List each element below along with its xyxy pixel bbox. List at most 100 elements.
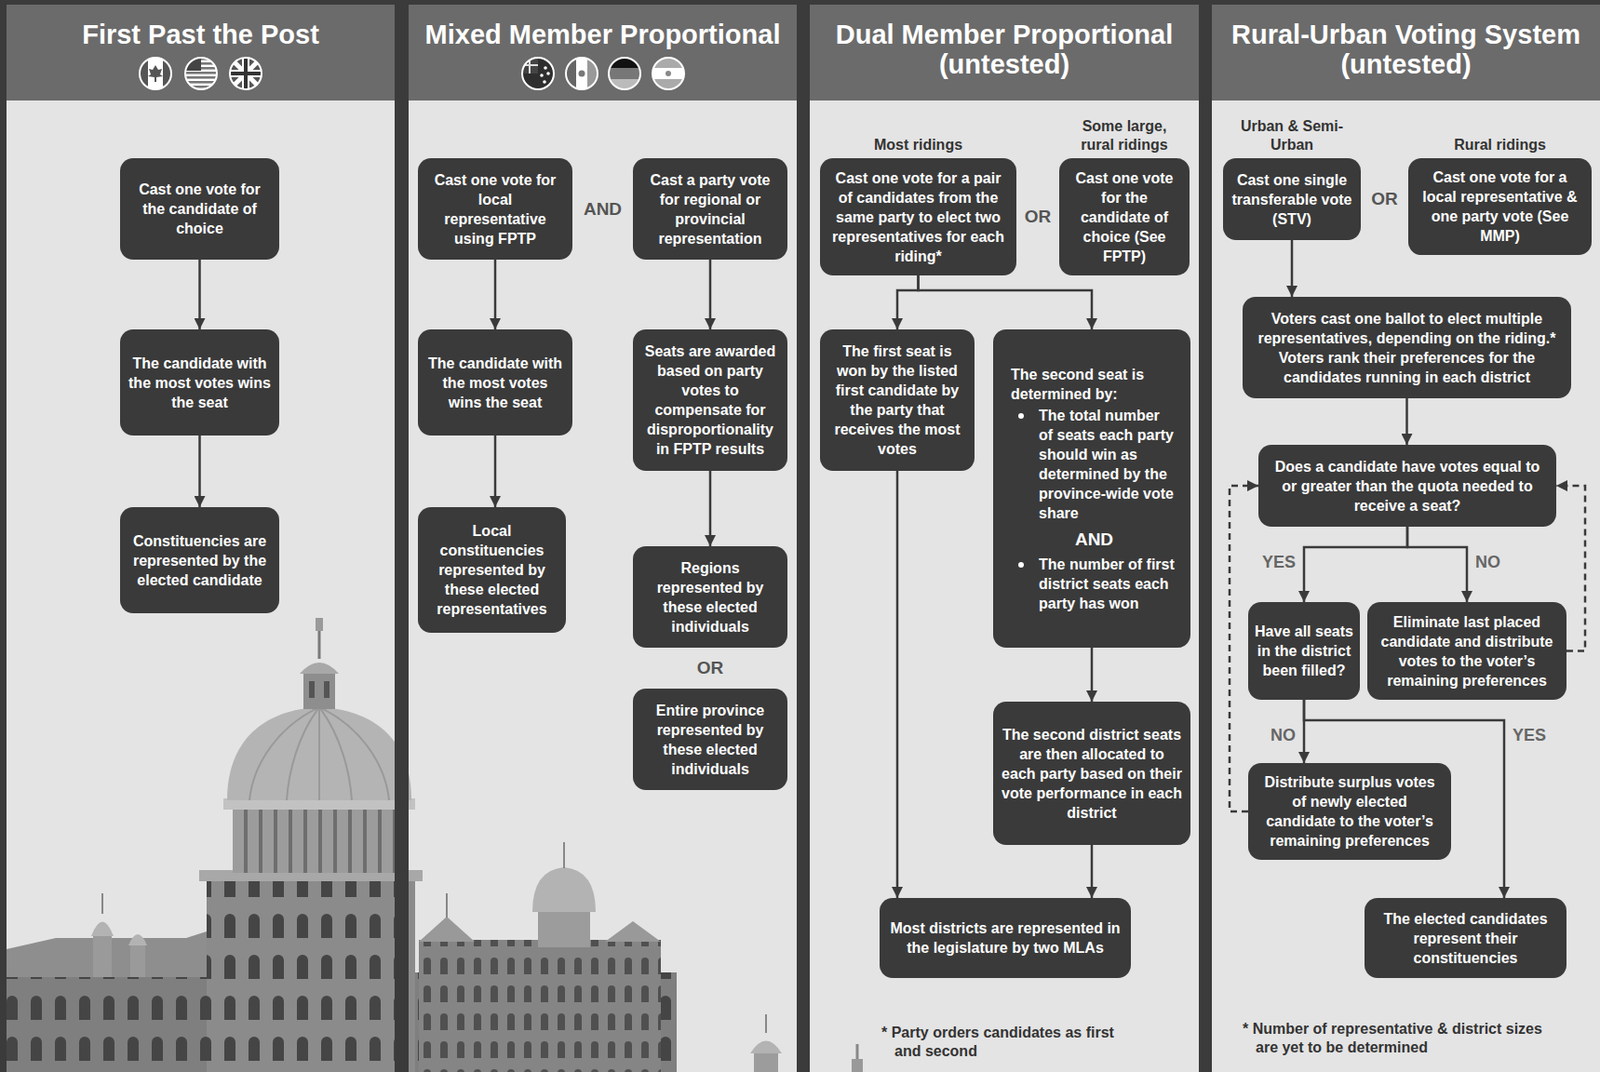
small-dome [750,1041,782,1055]
flag-star [542,80,547,84]
flag-stripe [185,76,217,80]
column-title: First Past the Post [6,19,395,50]
process-box: Cast one vote for the candidate of choic… [120,158,280,260]
connective-word: OR [1024,206,1052,228]
box-body: Cast one single transferable vote (STV) [1223,158,1361,241]
process-box: The second district seats are then alloc… [993,701,1191,846]
footnote: * Party orders candidates as first and s… [881,1023,1133,1062]
flag-band [608,57,641,68]
building-roof [6,930,210,978]
edge-label: NO [1268,726,1298,745]
flag-band [608,79,641,90]
box-text: Cast one single transferable vote (STV) [1231,170,1353,229]
turret-dome [128,934,148,946]
flag-emblem [665,70,672,77]
flag-stripe [185,80,217,84]
box-text: Most districts are represented in the le… [887,918,1123,958]
flag-cross [522,64,538,67]
flag-canada [139,57,172,90]
flag-usa [185,57,217,90]
box-text: Regions represented by these elected ind… [641,558,780,637]
flag-banded [652,57,685,90]
column-panel: Mixed Member ProportionalCast one vote f… [408,4,797,1072]
box-text: The first seat is won by the listed firs… [828,341,967,459]
box-text: The elected candidates represent their c… [1372,909,1559,969]
flow-arrow [1304,699,1505,899]
conjunction: AND [1010,528,1178,552]
column-title: Mixed Member Proportional [408,19,797,50]
column-gap [796,0,810,1072]
box-text: Cast one vote for a pair of candidates f… [828,168,1009,267]
flag-field [139,57,172,90]
box-text: Cast one vote for a local representative… [1416,167,1584,246]
labeled-box: Urban & Semi-UrbanCast one single transf… [1223,117,1361,241]
process-box: Cast one vote for local representative u… [417,158,573,260]
flag-ring [185,57,217,90]
lantern [303,672,336,710]
turret [93,935,112,978]
column-title: Rural-Urban Voting System [1211,19,1600,50]
process-box: Cast a party vote for regional or provin… [632,158,788,260]
process-box: Eliminate last placed candidate and dist… [1367,602,1567,700]
box-text: The second seat is determined by: [1010,364,1178,404]
wing-dome [532,867,596,913]
flag-ring [522,57,554,90]
connective-word: OR [1371,188,1399,210]
connective-word: OR [697,658,725,679]
flow-arrow [896,470,900,899]
wing-drum [537,910,591,948]
flow-arrow [1290,240,1294,297]
box-text: Cast a party vote for regional or provin… [641,170,780,249]
dome-ribs [249,707,390,801]
flow-arrow [1407,526,1467,603]
flag-band [576,57,588,90]
flow-arrow [709,259,713,330]
flag-cross [243,57,248,90]
flag-cross [242,57,250,90]
flag-stripe [185,67,217,70]
flag-field [229,57,262,90]
flag-saltire [229,57,262,90]
column-header: Dual Member Proportional(untested) [809,4,1199,101]
flag-band [608,67,641,80]
footnote: * Number of representative & district si… [1242,1020,1569,1058]
small-spire [856,1044,860,1062]
turret [130,944,146,978]
flag-germany [608,57,641,90]
labeled-box: Most ridingsCast one vote for a pair of … [820,135,1017,276]
flag-star [543,66,548,70]
flag-stripe [185,85,217,89]
box-heading: Most ridings [825,135,1012,155]
box-text: The candidate with the most votes wins t… [426,353,565,413]
process-box: Entire province represented by these ele… [632,688,788,791]
process-box: Constituencies are represented by the el… [120,507,280,614]
flag-band [652,79,685,90]
flag-ring [229,57,262,90]
flag-saltire [229,57,262,90]
flag-emblem [578,70,586,78]
box-body: Cast one vote for a local representative… [1408,158,1592,256]
process-box: The candidate with the most votes wins t… [417,329,573,436]
process-box: Most districts are represented in the le… [879,898,1131,979]
flag-star [539,73,544,78]
process-box: The second seat is determined by:The tot… [993,329,1191,648]
wing-windows [418,940,661,1072]
edge-label: YES [1260,552,1298,572]
column-title: (untested) [1211,49,1600,80]
turret-spire [101,893,104,915]
flag-band [139,57,148,90]
column-gap [394,0,409,1072]
box-text: Voters cast one ballot to elect multiple… [1250,309,1563,388]
flag-cross [229,69,262,78]
decision-box: Does a candidate have votes equal to or … [1258,444,1557,527]
box-text: Cast one vote for local representative u… [426,170,565,249]
box-text: Cast one vote for the candidate of choic… [128,179,271,239]
flow-arrow [897,275,919,330]
bullet-dot [1018,413,1024,419]
box-text: Distribute surplus votes of newly electe… [1256,772,1443,851]
flag-star [546,71,551,76]
flow-arrow [198,259,202,330]
flag-new-zealand [522,57,554,90]
process-box: Regions represented by these elected ind… [632,546,788,648]
flag-cross [229,71,262,76]
